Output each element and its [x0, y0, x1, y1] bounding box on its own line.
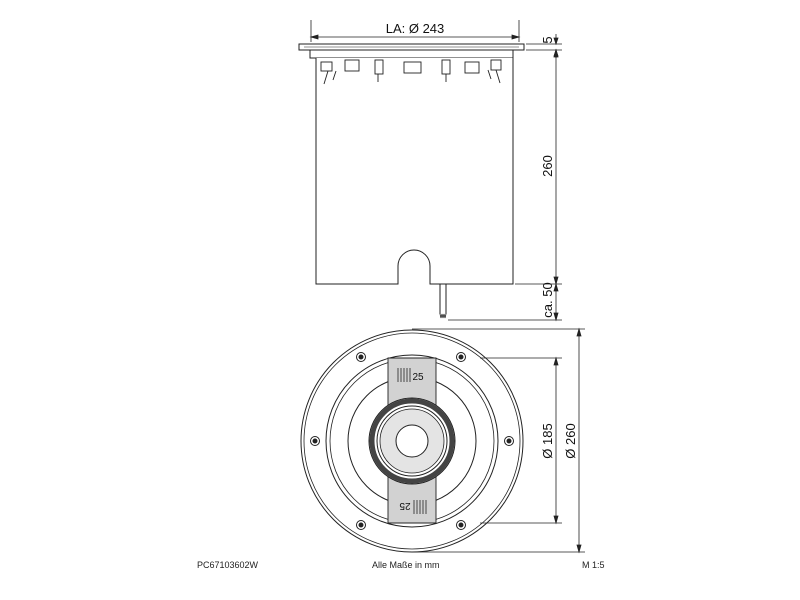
inner-diameter-label: Ø 185: [540, 423, 555, 458]
scale-label: M 1:5: [582, 560, 605, 570]
outer-diameter-label: Ø 260: [563, 423, 578, 458]
screws: [310, 352, 514, 530]
cable-length-label: ca. 50: [540, 282, 555, 317]
outer-ring-inner-edge: [303, 332, 521, 550]
cable-length-dimension: [448, 282, 562, 322]
tilt-mark-top: 25: [412, 372, 424, 383]
flange-dimension: [309, 20, 521, 42]
inner-ring: [325, 354, 499, 528]
tilt-mark-bottom: 25: [399, 500, 411, 511]
flange-height-label: 5: [540, 36, 555, 43]
screw: [504, 436, 514, 446]
housing-body: [315, 58, 514, 285]
screw: [356, 520, 366, 530]
units-note: Alle Maße in mm: [372, 560, 440, 570]
side-view: [298, 20, 562, 322]
screw: [456, 352, 466, 362]
top-view: [300, 327, 585, 554]
body-height-label: 260: [540, 155, 555, 177]
housing-clips: [320, 59, 502, 85]
tilt-scale-top: [397, 368, 411, 382]
part-number: PC67103602W: [197, 560, 259, 570]
cable: [439, 284, 447, 319]
outer-diameter-dimension: [412, 327, 585, 554]
screw: [456, 520, 466, 530]
screw: [310, 436, 320, 446]
inner-diameter-dimension: [480, 356, 562, 525]
flange-diameter-label: LA: Ø 243: [386, 21, 445, 36]
screw: [356, 352, 366, 362]
tilt-scale-bottom: [413, 500, 427, 514]
lens-thread: [369, 398, 455, 484]
lens-center: [395, 424, 429, 458]
body-height-dimension: [515, 48, 562, 286]
flange-neck: [309, 49, 514, 59]
